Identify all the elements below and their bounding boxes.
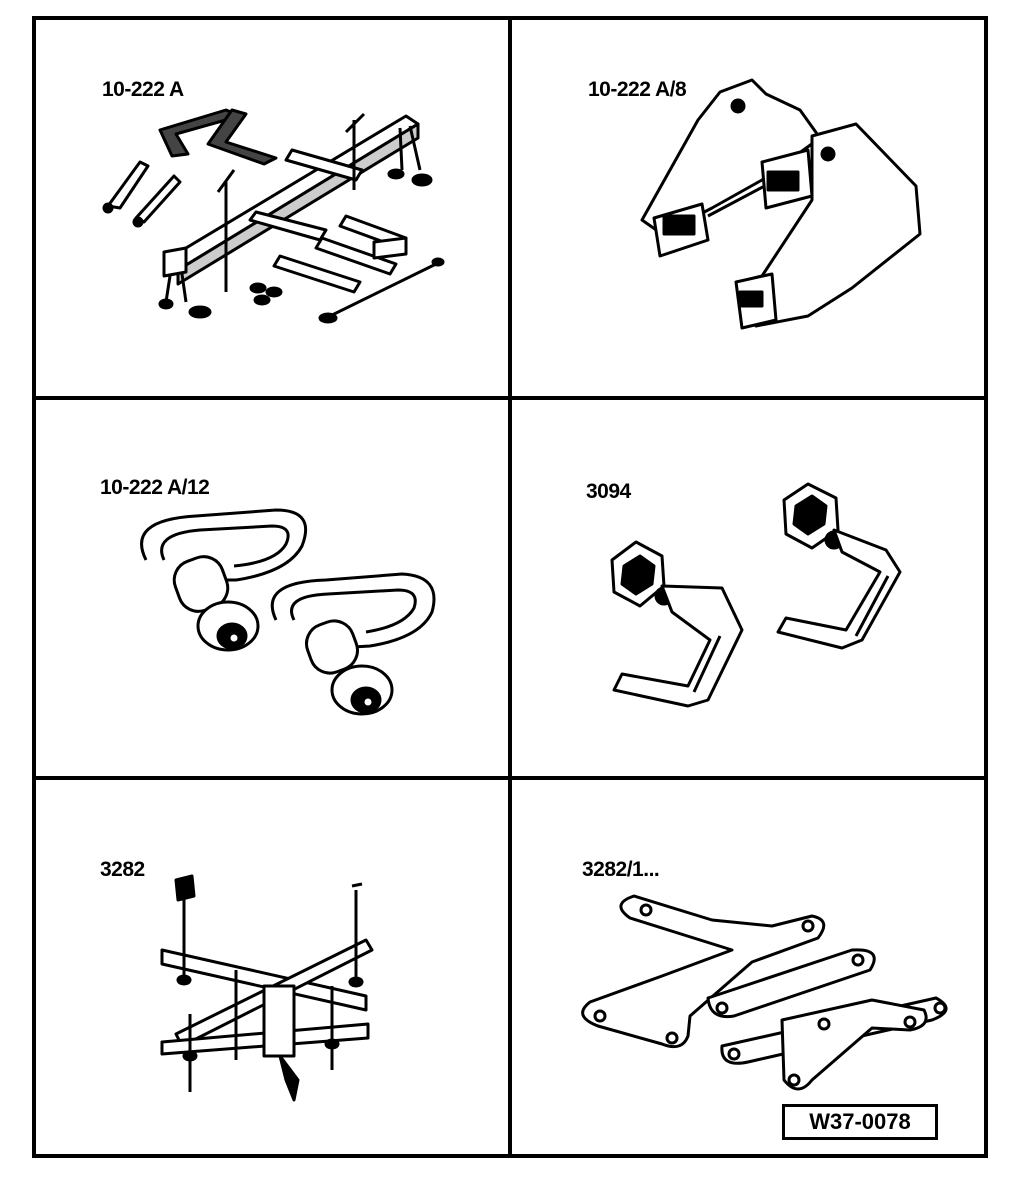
engine-support-bridge-drawing [36, 20, 508, 396]
support-frame-drawing [36, 780, 508, 1154]
panel-label: 10-222 A/8 [588, 78, 687, 101]
panel-label: 10-222 A [102, 78, 184, 101]
adjustment-plate-drawing [512, 780, 984, 1154]
shackle-drawing [36, 400, 508, 776]
panel-label: 3094 [586, 480, 631, 503]
panel-3282: 3282 [36, 780, 508, 1154]
panel-label: 3282 [100, 858, 145, 881]
vertical-divider [508, 20, 512, 1154]
adapter-drawing [512, 20, 984, 396]
figure-reference-box: W37-0078 [782, 1104, 938, 1140]
panel-10-222-a: 10-222 A [36, 20, 508, 396]
panel-3094: 3094 [512, 400, 984, 776]
horizontal-divider-2 [36, 776, 984, 780]
horizontal-divider-1 [36, 396, 984, 400]
panel-3282-1: 3282/1... [512, 780, 984, 1154]
panel-10-222-a-8: 10-222 A/8 [512, 20, 984, 396]
panel-label: 3282/1... [582, 858, 660, 881]
tool-sheet: 10-222 A [32, 16, 988, 1158]
panel-10-222-a-12: 10-222 A/12 [36, 400, 508, 776]
panel-label: 10-222 A/12 [100, 476, 210, 499]
hose-clamp-drawing [512, 400, 984, 776]
